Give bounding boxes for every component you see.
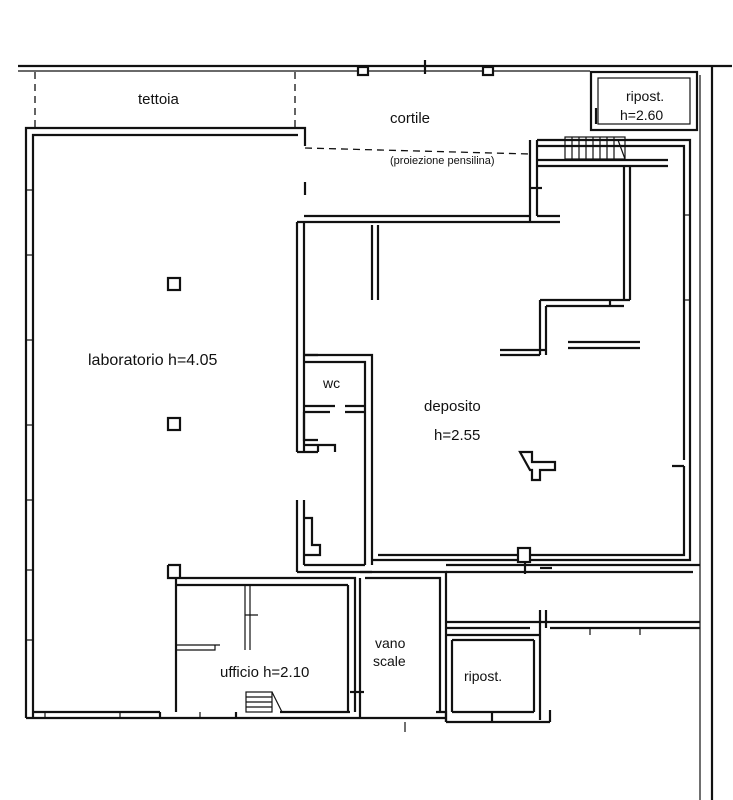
column [166,276,182,292]
west-wall-ticks [26,189,33,641]
label-deposito-2: h=2.55 [434,427,480,444]
label-riposto-bottom: ripost. [464,668,502,684]
label-vano-1: vano [375,635,406,651]
bottom-wall-ticks [44,712,406,732]
riposto-top-room [589,70,699,132]
label-riposto-top-1: ripost. [626,88,664,104]
bottom-wall [26,710,448,722]
deposito-inner-wall [500,166,640,357]
southeast-corridor [446,563,700,630]
lab-southeast-wall [295,500,372,574]
deposito-column [518,450,557,482]
lab-east-wall [295,214,530,454]
stair-ufficio [245,691,283,713]
ufficio-walls [166,563,357,712]
ufficio-partition [176,585,258,651]
wc-room-walls [304,353,374,565]
stair-top [564,136,626,160]
label-cortile: cortile [390,110,430,127]
label-deposito-1: deposito [424,398,481,415]
label-riposto-top-2: h=2.60 [620,107,663,123]
label-laboratorio: laboratorio h=4.05 [88,352,218,369]
door-notch [516,546,532,564]
label-proiezione: (proiezione pensilina) [390,155,495,167]
laboratorio-wall [24,126,307,718]
deposito-partition [370,225,380,300]
riposto-top-room-inner [597,77,691,125]
wc-corner [302,412,318,442]
pensilina-projection-line [304,147,531,155]
label-ufficio: ufficio h=2.10 [220,664,309,681]
column [166,416,182,432]
deposito-wall-north [528,138,692,460]
label-wc: wc [322,375,340,391]
label-tettoia: tettoia [138,91,180,108]
post-marker [356,65,370,77]
label-vano-2: scale [373,653,406,669]
post-marker [481,65,495,77]
east-wall-ticks [684,214,690,301]
deposito-east-wall [372,460,692,562]
